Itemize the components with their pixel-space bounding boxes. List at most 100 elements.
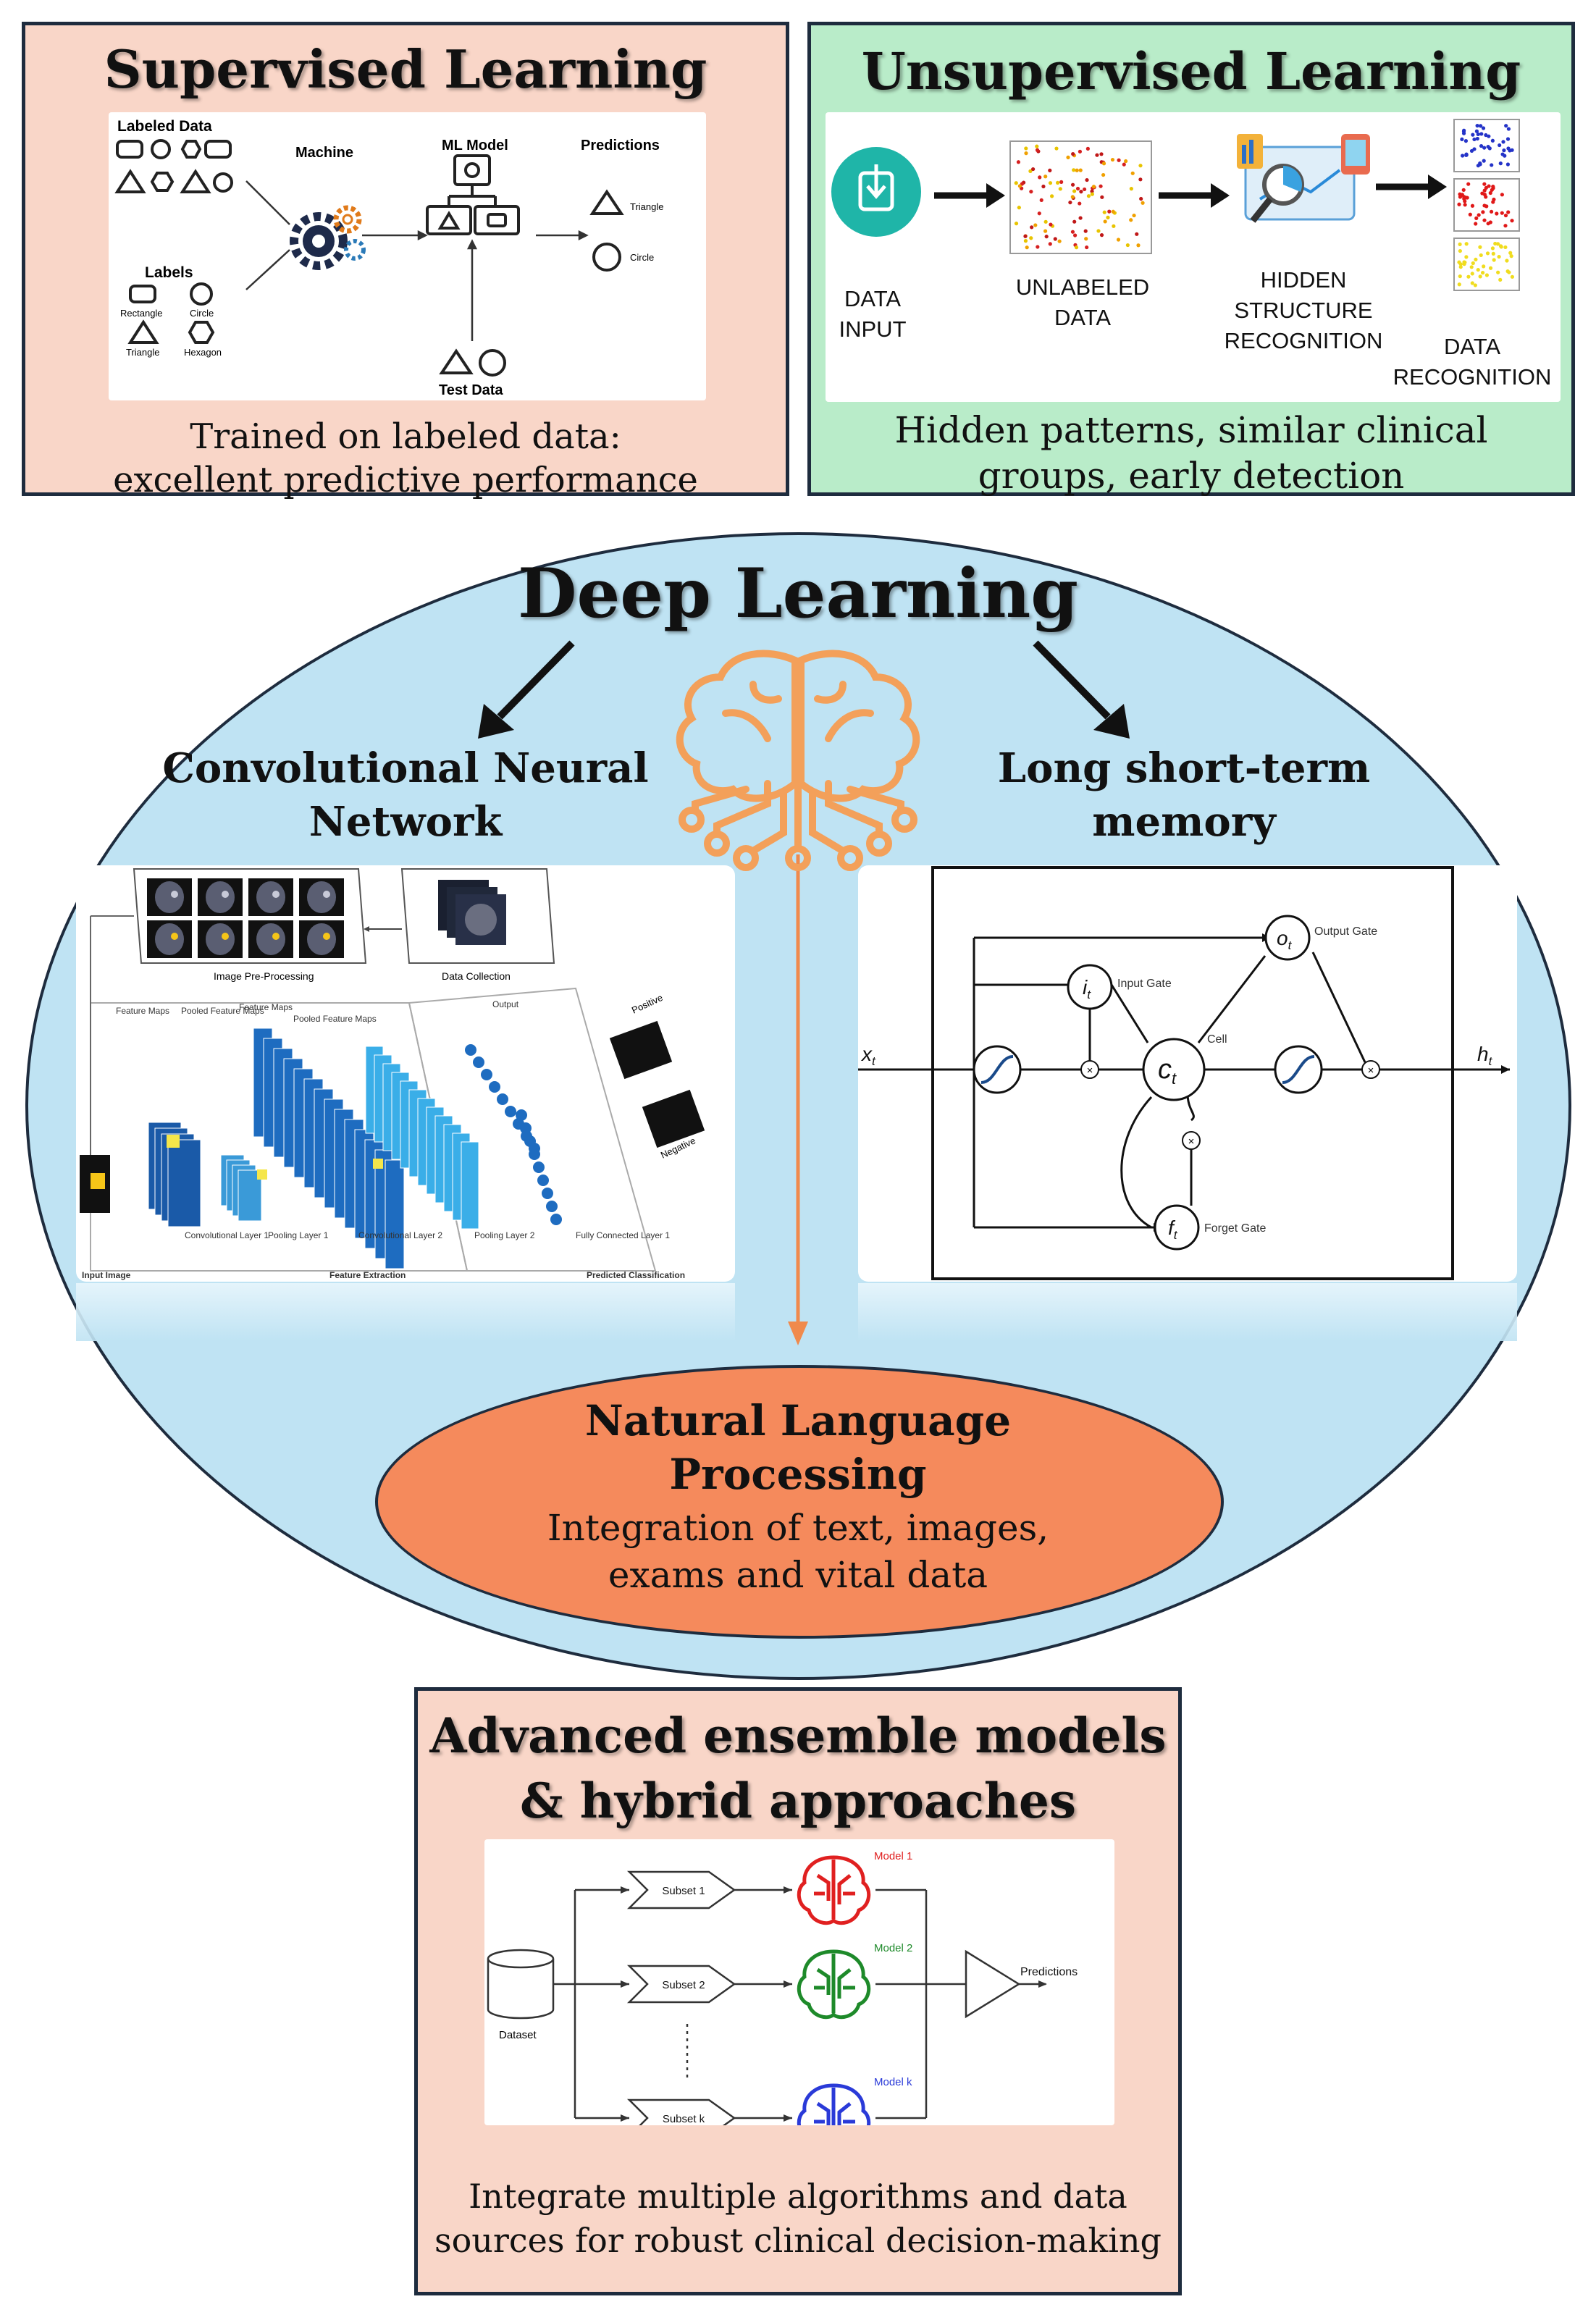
lstm-heading: Long short-term memory [898,742,1470,849]
supervised-diagram-svg: Labeled Data Labels Rectangle Circle Tri… [114,118,663,398]
dataset-icon [487,1949,555,2020]
data-collection-stack [438,880,506,945]
forget-gate-node [1154,1204,1200,1251]
model-k-icon [797,2083,871,2125]
supervised-caption-line1: Trained on labeled data: [190,416,621,457]
gear-icon [290,205,366,270]
rectangle-shape [204,140,232,159]
input-gate-node [1067,964,1113,1010]
ensemble-title: Advanced ensemble models & hybrid approa… [418,1704,1178,1834]
lstm-heading-line1: Long short-term [997,744,1371,792]
triangle-shape [180,169,211,193]
model-1-label: Model 1 [874,1850,912,1862]
unsupervised-diagram: DATA INPUT UNLABELED DATA HIDDEN STRUCTU… [826,112,1561,402]
unsupervised-caption-line2: groups, early detection [978,454,1405,497]
combiner-triangle [965,1949,1021,2019]
label-rectangle: Rectangle [120,308,163,319]
hexagon-shape [188,321,215,344]
ensemble-diagram: Dataset [484,1839,1114,2125]
data-input-label-2: INPUT [839,316,907,342]
circle-shape [151,139,171,159]
circle-shape [190,282,213,306]
subset-k-label: Subset k [663,2113,705,2125]
output-gate-label: Output Gate [1314,925,1377,938]
input-image-label: Input Image [82,1270,131,1280]
model-2-label: Model 2 [874,1942,912,1954]
labeled-data-label: Labeled Data [117,118,212,135]
fc1-label: Fully Connected Layer 1 [576,1230,670,1240]
hidden-structure-label-2: STRUCTURE [1234,298,1372,323]
subset-k-shape [626,2098,736,2125]
pred-circle-label: Circle [630,252,654,263]
triangle-shape [114,169,146,193]
cell-label: Cell [1207,1033,1227,1046]
supervised-caption-line2: excellent predictive performance [113,460,698,500]
lstm-diagram: × × × xt ht it ct ot ft Input Gate Outpu… [858,865,1517,1282]
feature-maps-2-label: Feature Maps [239,1002,293,1012]
label-hexagon: Hexagon [184,347,222,358]
pre-processing-label: Image Pre-Processing [214,970,314,982]
deep-learning-title: Deep Learning [517,554,1079,634]
nlp-text: Integration of text, images, exams and v… [0,1505,1596,1599]
predictions-label: Predictions [1020,1966,1078,1978]
model-k-label: Model k [874,2076,912,2088]
label-triangle: Triangle [126,347,159,358]
supervised-title: Supervised Learning [104,38,707,100]
cnn-heading: Convolutional Neural Network [119,742,692,849]
input-gate-label: Input Gate [1117,978,1172,990]
labels-label: Labels [145,264,193,281]
pred-triangle-label: Triangle [630,201,663,212]
nlp-ellipse [375,1365,1224,1639]
lstm-diagram-svg: × × × xt ht it ct ot ft Input Gate Outpu… [858,866,1510,1280]
model-1-icon [797,1855,871,1925]
pool2-label: Pooling Layer 2 [474,1230,535,1240]
output-neurons [465,1044,562,1225]
data-input-icon [831,147,921,237]
cnn-diagram-svg: Image Pre-Processing Data Collection Pos… [80,868,705,1280]
unsupervised-diagram-svg: DATA INPUT UNLABELED DATA HIDDEN STRUCTU… [831,119,1552,390]
triangle-shape [589,189,624,215]
nlp-text-line2: exams and vital data [608,1554,988,1596]
hidden-structure-label-1: HIDDEN [1261,267,1347,293]
circle-shape [592,243,621,272]
multiply-symbol: × [1188,1135,1195,1148]
ensemble-caption-line2: sources for robust clinical decision-mak… [434,2220,1162,2260]
rectangle-shape [116,140,143,159]
pooled-feature-maps-2-label: Pooled Feature Maps [293,1014,377,1024]
hidden-structure-icon [1237,134,1370,223]
nlp-text-line1: Integration of text, images, [547,1507,1049,1549]
unsupervised-caption: Hidden patterns, similar clinical groups… [811,408,1571,498]
xt-label: xt [860,1043,876,1068]
positive-label: Positive [630,992,665,1016]
cnn-layers [148,1028,479,1269]
unlabeled-data-label-1: UNLABELED [1016,274,1149,300]
output-gate-node [1264,915,1311,961]
machine-label: Machine [295,145,353,161]
data-recognition-label-2: RECOGNITION [1393,364,1552,390]
circle-shape [479,349,506,377]
multiply-symbol: × [1087,1064,1093,1077]
subset-2-shape [626,1965,736,2004]
conv1-label: Convolutional Layer 1 [185,1230,269,1240]
rectangle-shape [129,285,156,303]
cell-node [1142,1038,1206,1101]
cluster-points [1457,123,1515,287]
multiply-node-forget [1182,1131,1201,1150]
output-label: Output [492,999,519,1009]
negative-image [642,1089,705,1148]
triangle-shape [127,319,159,344]
unsupervised-learning-panel: Unsupervised Learning [807,22,1575,498]
it-label: it [1083,976,1091,1001]
cnn-heading-line2: Network [308,797,503,846]
nlp-title-line2: Processing [669,1450,927,1500]
nlp-title: Natural Language Processing [0,1394,1596,1501]
feature-extraction-label: Feature Extraction [329,1270,406,1280]
subset-1-label: Subset 1 [662,1885,705,1897]
hexagon-shape [150,172,175,192]
subset-2-label: Subset 2 [662,1979,705,1991]
ct-label: ct [1158,1054,1177,1088]
ml-model-label: ML Model [442,138,508,154]
hidden-structure-label-3: RECOGNITION [1225,328,1383,353]
forget-gate-label: Forget Gate [1204,1222,1266,1235]
